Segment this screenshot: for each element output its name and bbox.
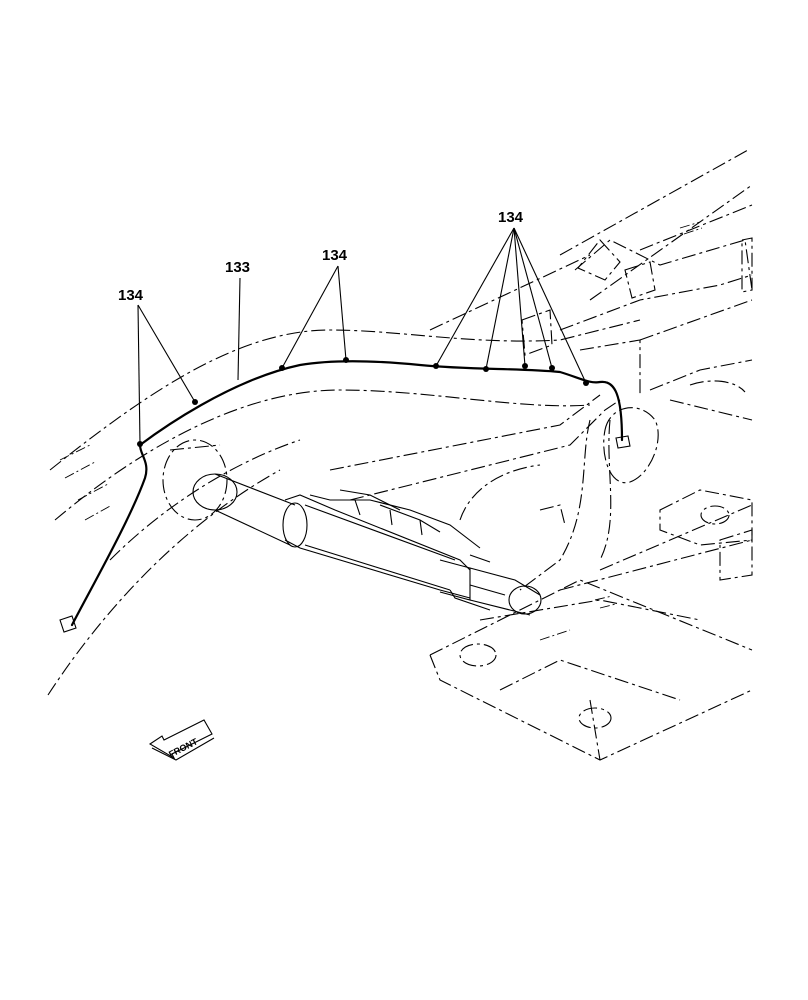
hydraulic-cylinder [192,473,542,616]
callout-134-right: 134 [498,209,524,226]
arrow-left-icon [148,719,213,760]
callout-134-mid: 134 [322,247,348,264]
leader-lines [137,227,587,445]
chassis-frame-phantom [47,149,753,761]
clips-134 [137,357,589,447]
hose-133 [59,360,631,633]
callout-133: 133 [225,259,250,276]
front-arrow: FRONT [148,719,215,761]
callout-134-left: 134 [118,287,144,304]
